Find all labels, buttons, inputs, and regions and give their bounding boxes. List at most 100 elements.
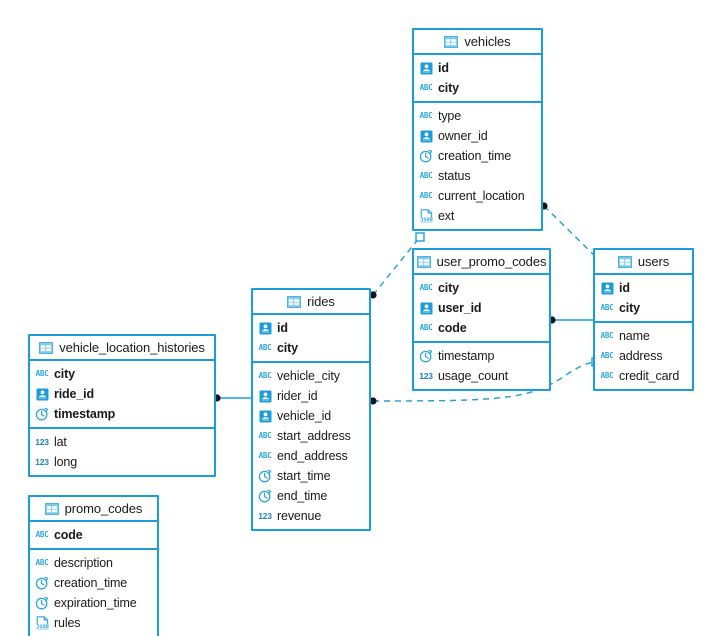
field-label: code bbox=[438, 321, 467, 335]
field-row[interactable]: vehicle_id bbox=[253, 406, 369, 426]
field-label: revenue bbox=[277, 509, 322, 523]
field-row[interactable]: end_time bbox=[253, 486, 369, 506]
table-icon bbox=[617, 255, 632, 269]
relationship-square-marker bbox=[415, 232, 425, 242]
123-number-icon: 123 bbox=[258, 510, 272, 521]
field-row[interactable]: user_id bbox=[414, 298, 549, 318]
field-label: timestamp bbox=[54, 407, 116, 421]
field-label: city bbox=[277, 341, 298, 355]
key-card-icon bbox=[600, 281, 614, 295]
field-row[interactable]: creation_time bbox=[30, 573, 157, 593]
field-row[interactable]: id bbox=[253, 318, 369, 338]
field-row[interactable]: ABC city bbox=[253, 338, 369, 358]
field-row[interactable]: id bbox=[595, 278, 692, 298]
field-row[interactable]: ABC city bbox=[30, 364, 214, 384]
field-label: current_location bbox=[438, 189, 525, 203]
field-row[interactable]: creation_time bbox=[414, 146, 541, 166]
entity-header-promo_codes[interactable]: promo_codes bbox=[30, 497, 157, 522]
field-label: description bbox=[54, 556, 113, 570]
field-label: lat bbox=[54, 435, 67, 449]
abc-string-icon: ABC bbox=[35, 369, 49, 379]
abc-string-icon: ABC bbox=[600, 371, 614, 381]
field-row[interactable]: id bbox=[414, 58, 541, 78]
field-row[interactable]: expiration_time bbox=[30, 593, 157, 613]
key-card-icon bbox=[419, 61, 433, 75]
field-row[interactable]: 123 lat bbox=[30, 432, 214, 452]
svg-text:JSON: JSON bbox=[420, 217, 433, 223]
table-icon bbox=[444, 35, 459, 49]
field-row[interactable]: timestamp bbox=[30, 404, 214, 424]
field-row[interactable]: JSON ext bbox=[414, 206, 541, 226]
key-card-icon bbox=[258, 409, 272, 423]
entity-header-vehicle_location_histories[interactable]: vehicle_location_histories bbox=[30, 336, 214, 361]
entity-title: user_promo_codes bbox=[436, 254, 547, 269]
abc-string-icon: ABC bbox=[258, 343, 272, 353]
field-row[interactable]: ride_id bbox=[30, 384, 214, 404]
field-label: owner_id bbox=[438, 129, 488, 143]
table-icon bbox=[287, 295, 302, 309]
abc-string-icon: ABC bbox=[419, 191, 433, 201]
field-row[interactable]: ABC current_location bbox=[414, 186, 541, 206]
field-row[interactable]: 123 revenue bbox=[253, 506, 369, 526]
field-label: city bbox=[438, 81, 459, 95]
key-card-icon bbox=[258, 321, 272, 335]
field-label: id bbox=[619, 281, 630, 295]
field-label: city bbox=[619, 301, 640, 315]
entity-header-users[interactable]: users bbox=[595, 250, 692, 275]
abc-string-icon: ABC bbox=[258, 431, 272, 441]
field-label: long bbox=[54, 455, 78, 469]
clock-icon bbox=[258, 469, 272, 483]
field-row[interactable]: owner_id bbox=[414, 126, 541, 146]
entity-header-rides[interactable]: rides bbox=[253, 290, 369, 315]
field-label: name bbox=[619, 329, 650, 343]
field-label: usage_count bbox=[438, 369, 508, 383]
field-row[interactable]: start_time bbox=[253, 466, 369, 486]
field-label: id bbox=[277, 321, 288, 335]
field-label: city bbox=[54, 367, 75, 381]
entity-header-vehicles[interactable]: vehicles bbox=[414, 30, 541, 55]
123-number-icon: 123 bbox=[35, 456, 49, 467]
entity-header-user_promo_codes[interactable]: user_promo_codes bbox=[414, 250, 549, 275]
field-label: user_id bbox=[438, 301, 482, 315]
field-row[interactable]: rider_id bbox=[253, 386, 369, 406]
abc-string-icon: ABC bbox=[419, 111, 433, 121]
abc-string-icon: ABC bbox=[419, 171, 433, 181]
entity-title: rides bbox=[307, 294, 335, 309]
json-document-icon: JSON bbox=[35, 616, 49, 630]
clock-icon bbox=[258, 489, 272, 503]
field-label: ext bbox=[438, 209, 455, 223]
svg-text:JSON: JSON bbox=[36, 624, 49, 630]
field-row[interactable]: timestamp bbox=[414, 346, 549, 366]
123-number-icon: 123 bbox=[35, 436, 49, 447]
field-row[interactable]: 123 long bbox=[30, 452, 214, 472]
